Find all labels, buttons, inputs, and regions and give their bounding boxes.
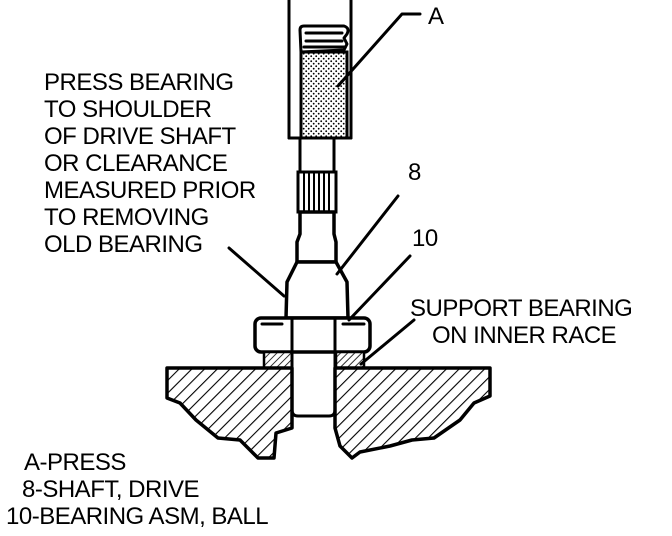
note-press-line: OR CLEARANCE [44, 150, 227, 177]
note-press-line: PRESS BEARING [44, 69, 234, 96]
note-press-bearing: PRESS BEARING TO SHOULDER OF DRIVE SHAFT… [44, 69, 256, 258]
callout-10: 10 [412, 225, 438, 252]
legend-item: 8-SHAFT, DRIVE [22, 476, 199, 503]
callout-8: 8 [408, 159, 421, 186]
leader-lines [227, 12, 422, 366]
note-support-line: ON INNER RACE [432, 322, 616, 349]
inner-race-support-left [262, 350, 294, 370]
note-press-line: OF DRIVE SHAFT [44, 123, 237, 150]
legend: A-PRESS 8-SHAFT, DRIVE 10-BEARING ASM, B… [6, 449, 269, 530]
note-press-line: OLD BEARING [44, 231, 203, 258]
press-tool [287, 0, 353, 140]
note-press-line: MEASURED PRIOR [44, 177, 256, 204]
spline-section [296, 170, 338, 214]
note-press-line: TO SHOULDER [44, 96, 212, 123]
inner-race-support-right [334, 350, 366, 370]
callout-a: A [428, 3, 444, 30]
drive-shaft [284, 136, 350, 320]
legend-item: 10-BEARING ASM, BALL [6, 503, 268, 530]
note-press-line: TO REMOVING [44, 204, 209, 231]
legend-item: A-PRESS [24, 449, 126, 476]
note-support-line: SUPPORT BEARING [410, 295, 632, 322]
shaft-lower-end [290, 350, 337, 418]
note-support-bearing: SUPPORT BEARING ON INNER RACE [410, 295, 633, 349]
ball-bearing [253, 316, 372, 354]
support-fixture [165, 366, 492, 460]
